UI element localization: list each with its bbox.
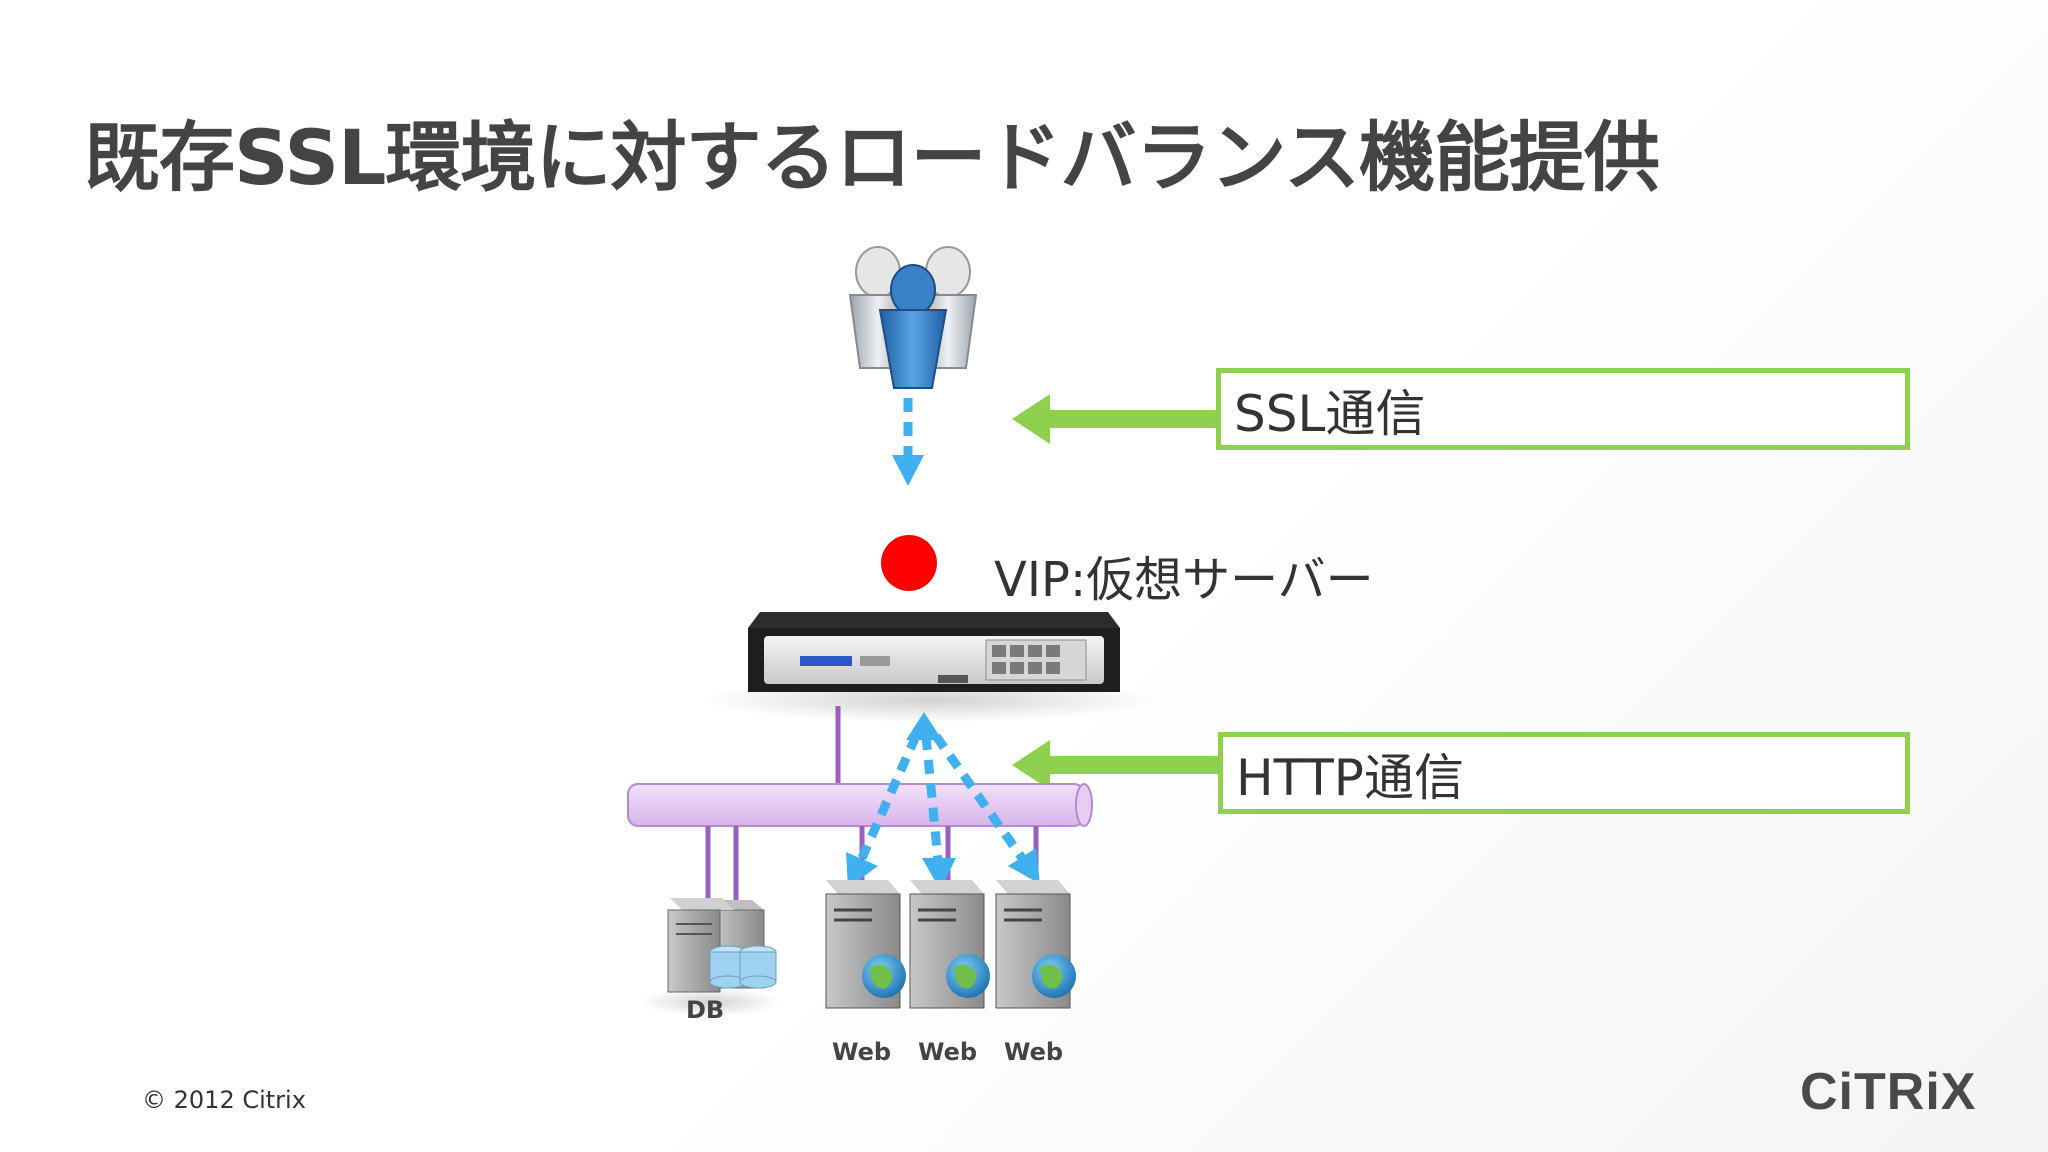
web-server-icon [825,880,906,1009]
web-server-icon [909,880,990,1009]
page-title: 既存SSL環境に対するロードバランス機能提供 [84,113,1660,202]
ssl-flow-arrow [892,398,924,486]
vip-dot [881,535,937,591]
web-server-icon [995,880,1076,1009]
users-group-icon [848,246,978,389]
copyright: © 2012 Citrix [142,1086,306,1114]
http-callout-label: HTTP通信 [1236,749,1464,807]
http-callout-box [1218,732,1910,814]
ssl-callout-arrow [1012,394,1220,444]
http-flow-arrows [846,712,1040,890]
ssl-callout-box [1216,368,1910,450]
web-label: Web [1004,1038,1064,1066]
web-label: Web [832,1038,892,1066]
db-label: DB [686,996,725,1024]
ssl-callout-label: SSL通信 [1234,385,1426,443]
appliance-icon [700,612,1160,722]
http-callout-arrow [1012,740,1220,790]
web-label: Web [918,1038,978,1066]
vip-label: VIP:仮想サーバー [994,552,1374,608]
database-server-icon [640,898,780,1016]
citrix-logo: CiTRiX [1800,1063,1977,1121]
